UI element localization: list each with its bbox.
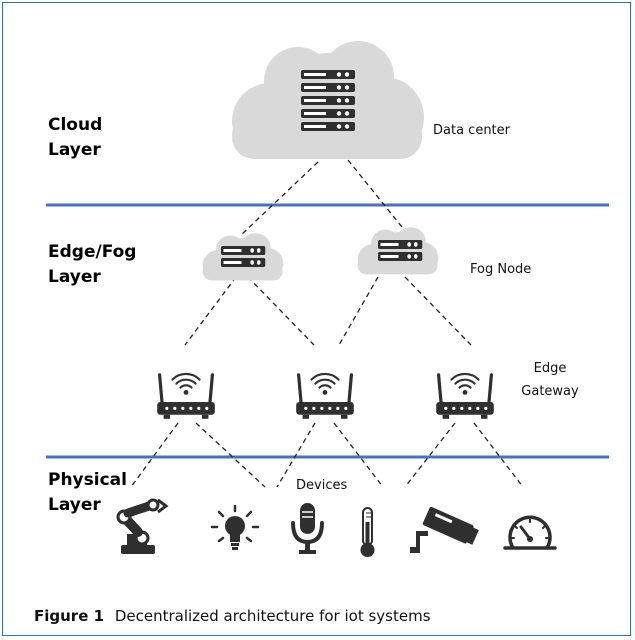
layer-label-line: Layer xyxy=(48,140,101,160)
fog-node-cloud-icon xyxy=(202,233,284,281)
edge-gateway-label-line: Edge xyxy=(533,361,567,376)
edge-gateway-router-icon xyxy=(294,372,356,421)
layer-label-line: Layer xyxy=(48,267,101,287)
layer-label-line: Layer xyxy=(48,495,101,515)
security-camera-icon xyxy=(410,506,479,553)
connection-lines xyxy=(130,159,524,488)
microphone-icon xyxy=(291,503,324,554)
edge-gateway-router-icon xyxy=(434,372,496,421)
data-center-label: Data center xyxy=(433,123,510,138)
edge-fog-layer-label: Edge/Fog Layer xyxy=(48,240,136,290)
figure-number: Figure 1 xyxy=(34,607,105,625)
cloud-layer-label: Cloud Layer xyxy=(48,113,102,163)
edge-gateway-router-icon xyxy=(155,372,217,421)
layer-label-line: Physical xyxy=(48,470,127,490)
thermometer-icon xyxy=(360,507,375,557)
figure-caption-text: Decentralized architecture for iot syste… xyxy=(114,607,431,625)
robot-arm-icon xyxy=(116,498,169,554)
physical-layer-label: Physical Layer xyxy=(48,468,127,518)
layer-label-line: Edge/Fog xyxy=(48,242,137,262)
edge-gateway-label-line: Gateway xyxy=(521,384,579,399)
fog-node-cloud-icon xyxy=(357,227,439,275)
edge-gateway-label: Edge Gateway xyxy=(505,360,595,400)
data-center-cloud-icon xyxy=(232,41,424,159)
light-bulb-icon xyxy=(210,504,260,550)
devices-label: Devices xyxy=(296,478,348,493)
figure-caption: Figure 1 Decentralized architecture for … xyxy=(34,607,431,625)
fog-node-label: Fog Node xyxy=(470,262,532,277)
layer-label-line: Cloud xyxy=(48,115,103,135)
speedometer-icon xyxy=(503,515,557,550)
